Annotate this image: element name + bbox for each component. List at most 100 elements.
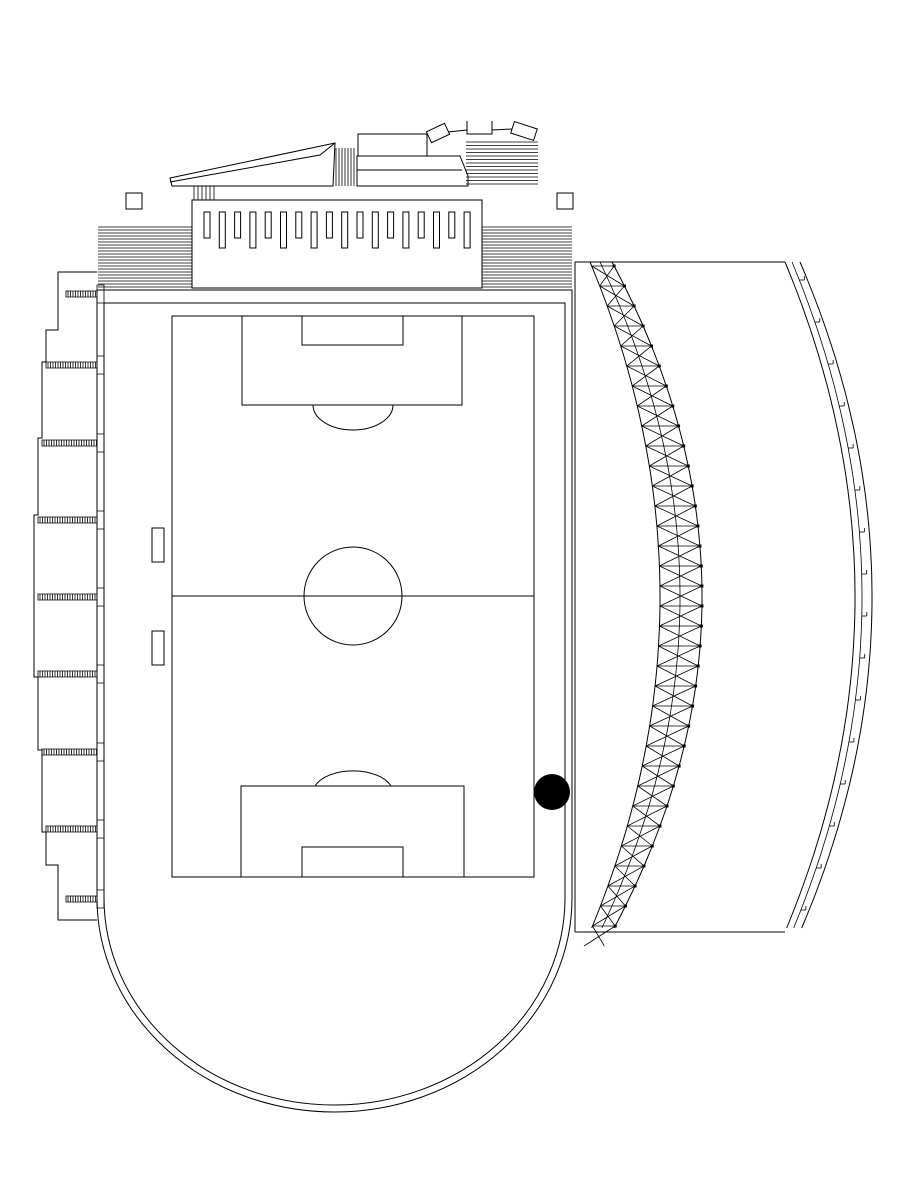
truss-brace (615, 846, 652, 866)
truss-brace (655, 486, 692, 506)
truss-brace (642, 746, 684, 766)
truss-brace (653, 686, 696, 706)
truss-node (694, 684, 698, 688)
top-ramp-building (170, 143, 335, 186)
corner-marker-right (557, 193, 573, 209)
seat-access (97, 285, 104, 303)
top-kiosk-3 (511, 122, 538, 141)
truss-node (696, 524, 700, 528)
truss-node (671, 784, 675, 788)
main-stand-window-slots (204, 212, 470, 248)
truss-brace (621, 826, 660, 846)
truss-brace (621, 846, 644, 866)
truss-brace (592, 926, 604, 946)
truss-brace (659, 606, 701, 626)
truss-node (677, 764, 681, 768)
truss-brace (615, 866, 635, 886)
truss-node (700, 584, 704, 588)
outer-wall-arc (792, 262, 862, 928)
centre-circle (304, 547, 402, 645)
truss-brace (621, 346, 660, 366)
seat-access (97, 665, 104, 683)
truss-node (686, 464, 690, 468)
truss-node (693, 504, 697, 508)
truss-brace (614, 306, 634, 326)
truss-node (677, 424, 681, 428)
main-stand-seating-rows (98, 227, 572, 287)
truss-brace (646, 426, 679, 446)
top-left-steps (336, 148, 354, 186)
penalty-arc-south (315, 771, 391, 786)
running-track-outer (97, 290, 572, 1112)
window-slot (342, 212, 348, 248)
truss-brace (584, 926, 615, 946)
truss-node (682, 444, 686, 448)
truss-brace (632, 366, 659, 386)
truss-brace (659, 546, 700, 566)
truss-brace (607, 286, 624, 306)
outer-wall-arc (800, 262, 872, 928)
top-connector-1 (448, 130, 467, 132)
truss-brace (659, 626, 702, 646)
penalty-arc-north (313, 405, 393, 430)
truss-brace (607, 306, 643, 326)
truss-node (698, 644, 702, 648)
truss-node (665, 804, 669, 808)
top-ramp-roof-line (170, 143, 335, 182)
window-slot (265, 212, 271, 238)
top-connector-2 (492, 129, 512, 130)
truss-node (612, 264, 616, 268)
truss-node (699, 564, 703, 568)
west-stand-outline (34, 272, 97, 920)
seat-block (46, 826, 97, 832)
top-buildings (170, 121, 538, 200)
truss-brace (608, 886, 626, 906)
truss-node (687, 724, 691, 728)
seat-access (97, 820, 104, 838)
window-slot (357, 212, 363, 238)
truss-outer-chord (612, 262, 702, 928)
truss-brace (660, 566, 701, 586)
truss-inner-chord (590, 262, 660, 928)
truss-brace (657, 646, 700, 666)
window-slot (204, 212, 210, 238)
window-slot (372, 212, 378, 248)
truss-node (664, 384, 668, 388)
top-kiosk-1 (426, 123, 449, 142)
truss-node (641, 324, 645, 328)
truss-brace (632, 386, 673, 406)
truss-brace (649, 446, 683, 466)
corner-marker-left (126, 193, 142, 209)
truss-brace (592, 266, 625, 286)
truss-node (657, 364, 661, 368)
window-slot (418, 212, 424, 238)
truss-node (682, 744, 686, 748)
roof-truss-arch (584, 262, 704, 946)
seat-access (97, 890, 104, 908)
truss-brace (600, 286, 634, 306)
truss-node (698, 544, 702, 548)
top-central-block (358, 134, 427, 156)
truss-node (642, 864, 646, 868)
top-small-vertical-lines (194, 186, 214, 200)
truss-brace (621, 326, 643, 346)
truss-brace (657, 506, 696, 526)
truss-node (658, 824, 662, 828)
window-slot (449, 212, 455, 238)
top-right-steps (466, 142, 538, 184)
truss-brace (600, 886, 635, 906)
truss-brace (658, 526, 698, 546)
truss-brace (633, 786, 674, 806)
location-marker (534, 774, 570, 810)
truss-node (700, 604, 704, 608)
truss-brace (627, 366, 667, 386)
seat-access (97, 356, 104, 374)
window-slot (296, 212, 302, 238)
window-slot (434, 212, 440, 248)
truss-node (632, 304, 636, 308)
truss-node (622, 284, 626, 288)
truss-brace (655, 666, 698, 686)
main-stand (98, 200, 572, 288)
truss-brace (652, 466, 688, 486)
